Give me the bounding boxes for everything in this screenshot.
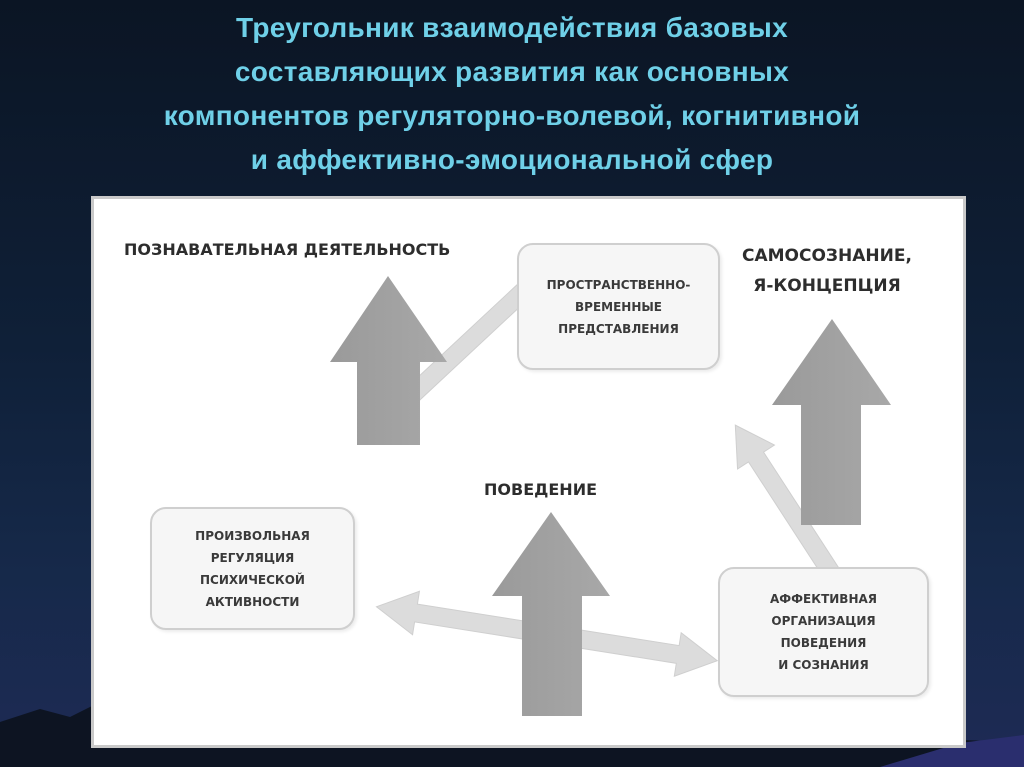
label-cognitive-activity: ПОЗНАВАТЕЛЬНАЯ ДЕЯТЕЛЬНОСТЬ bbox=[124, 235, 450, 265]
node-spatial-temporal: ПРОСТРАНСТВЕННО- ВРЕМЕННЫЕ ПРЕДСТАВЛЕНИЯ bbox=[517, 243, 720, 370]
label-behavior-text: ПОВЕДЕНИЕ bbox=[484, 480, 598, 499]
label-cognitive-text: ПОЗНАВАТЕЛЬНАЯ ДЕЯТЕЛЬНОСТЬ bbox=[124, 240, 451, 259]
label-self-awareness: САМОСОЗНАНИЕ, Я-КОНЦЕПЦИЯ bbox=[742, 241, 912, 301]
title-line-3: компонентов регуляторно-волевой, когнити… bbox=[163, 100, 861, 131]
label-self-awareness-line-2: Я-КОНЦЕПЦИЯ bbox=[753, 276, 901, 296]
slide-title: Треугольник взаимодействия базовых соста… bbox=[40, 6, 984, 182]
node-voluntary-line-1: ПРОИЗВОЛЬНАЯ bbox=[195, 528, 310, 543]
big-arrow-cognitive bbox=[330, 276, 447, 445]
big-arrow-self-awareness bbox=[772, 319, 891, 525]
label-self-awareness-line-1: САМОСОЗНАНИЕ, bbox=[742, 246, 912, 266]
title-line-2: составляющих развития как основных bbox=[234, 56, 790, 87]
node-spatial-line-1: ПРОСТРАНСТВЕННО- bbox=[546, 277, 691, 292]
node-spatial-line-2: ВРЕМЕННЫЕ bbox=[575, 299, 662, 314]
title-line-1: Треугольник взаимодействия базовых bbox=[236, 12, 788, 43]
node-affective-line-1: АФФЕКТИВНАЯ bbox=[769, 592, 878, 606]
node-affective-organization: АФФЕКТИВНАЯ ОРГАНИЗАЦИЯ ПОВЕДЕНИЯ И СОЗН… bbox=[718, 567, 929, 697]
big-arrow-behavior bbox=[492, 512, 610, 716]
node-voluntary-line-2: РЕГУЛЯЦИЯ bbox=[210, 550, 295, 565]
node-voluntary-line-3: ПСИХИЧЕСКОЙ bbox=[200, 572, 305, 587]
node-voluntary-line-4: АКТИВНОСТИ bbox=[205, 594, 300, 609]
title-line-4: и аффективно-эмоциональной сфер bbox=[250, 144, 774, 175]
diagram-panel: ПОЗНАВАТЕЛЬНАЯ ДЕЯТЕЛЬНОСТЬ САМОСОЗНАНИЕ… bbox=[91, 196, 966, 748]
node-voluntary-regulation: ПРОИЗВОЛЬНАЯ РЕГУЛЯЦИЯ ПСИХИЧЕСКОЙ АКТИВ… bbox=[150, 507, 355, 630]
label-behavior: ПОВЕДЕНИЕ bbox=[484, 475, 597, 505]
node-affective-line-2: ОРГАНИЗАЦИЯ bbox=[771, 614, 876, 628]
node-spatial-line-3: ПРЕДСТАВЛЕНИЯ bbox=[558, 321, 679, 336]
node-affective-line-3: ПОВЕДЕНИЯ bbox=[780, 636, 867, 650]
node-affective-line-4: И СОЗНАНИЯ bbox=[778, 658, 869, 672]
